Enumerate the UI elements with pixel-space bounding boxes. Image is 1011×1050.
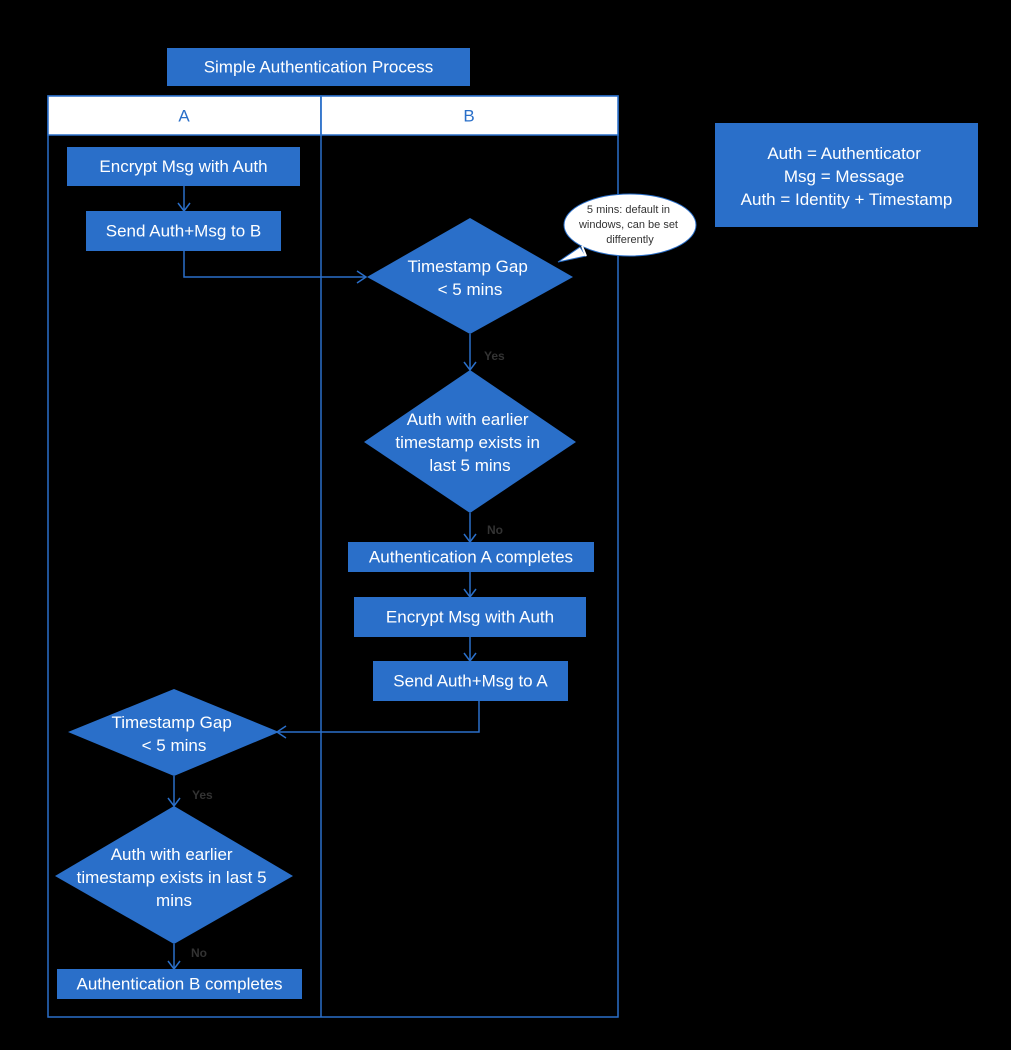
node-b-send-label: Send Auth+Msg to A xyxy=(393,672,548,691)
legend-text: Auth = Authenticator Msg = Message Auth … xyxy=(741,144,953,209)
callout-bubble: 5 mins: default in windows, can be set d… xyxy=(557,193,697,263)
node-a-send-label: Send Auth+Msg to B xyxy=(106,222,261,241)
decision-a-auth-exists: Auth with earlier timestamp exists in la… xyxy=(55,806,293,944)
edge-label-b-no: No xyxy=(487,523,503,537)
node-b-send: Send Auth+Msg to A xyxy=(373,661,568,701)
callout-text: 5 mins: default in windows, can be set d… xyxy=(578,204,681,246)
node-a-complete-label: Authentication B completes xyxy=(76,975,282,994)
node-b-encrypt-label: Encrypt Msg with Auth xyxy=(386,608,554,627)
lane-b-label: B xyxy=(463,107,474,126)
legend-box: Auth = Authenticator Msg = Message Auth … xyxy=(715,123,978,227)
edge-a-send-to-b-gap xyxy=(183,251,366,278)
decision-a-timestamp-gap-label: Timestamp Gap < 5 mins xyxy=(111,713,236,755)
diagram-title: Simple Authentication Process xyxy=(167,48,470,86)
edge-label-a-yes: Yes xyxy=(192,788,213,802)
decision-a-timestamp-gap: Timestamp Gap < 5 mins xyxy=(68,689,279,776)
edge-b-send-to-a-gap xyxy=(277,701,480,733)
edge-label-b-yes: Yes xyxy=(484,349,505,363)
node-b-complete-label: Authentication A completes xyxy=(369,548,573,567)
node-b-encrypt: Encrypt Msg with Auth xyxy=(354,597,586,637)
decision-a-auth-exists-label: Auth with earlier timestamp exists in la… xyxy=(77,845,272,910)
arrowhead xyxy=(356,270,368,284)
decision-b-auth-exists: Auth with earlier timestamp exists in la… xyxy=(364,370,576,513)
lane-a-label: A xyxy=(178,107,190,126)
node-b-complete: Authentication A completes xyxy=(348,542,594,572)
node-a-encrypt-label: Encrypt Msg with Auth xyxy=(99,157,267,176)
decision-b-auth-exists-label: Auth with earlier timestamp exists in la… xyxy=(395,410,544,475)
diagram-title-text: Simple Authentication Process xyxy=(204,58,434,77)
decision-b-timestamp-gap: Timestamp Gap < 5 mins xyxy=(367,218,573,334)
lane-header-a xyxy=(47,95,322,136)
node-a-send: Send Auth+Msg to B xyxy=(86,211,281,251)
node-a-encrypt: Encrypt Msg with Auth xyxy=(67,147,300,186)
decision-b-timestamp-gap-label: Timestamp Gap < 5 mins xyxy=(407,257,532,299)
lane-header-b xyxy=(320,95,619,136)
node-a-complete: Authentication B completes xyxy=(57,969,302,999)
swimlane-container: A B xyxy=(47,95,619,1018)
edge-label-a-no: No xyxy=(191,946,207,960)
